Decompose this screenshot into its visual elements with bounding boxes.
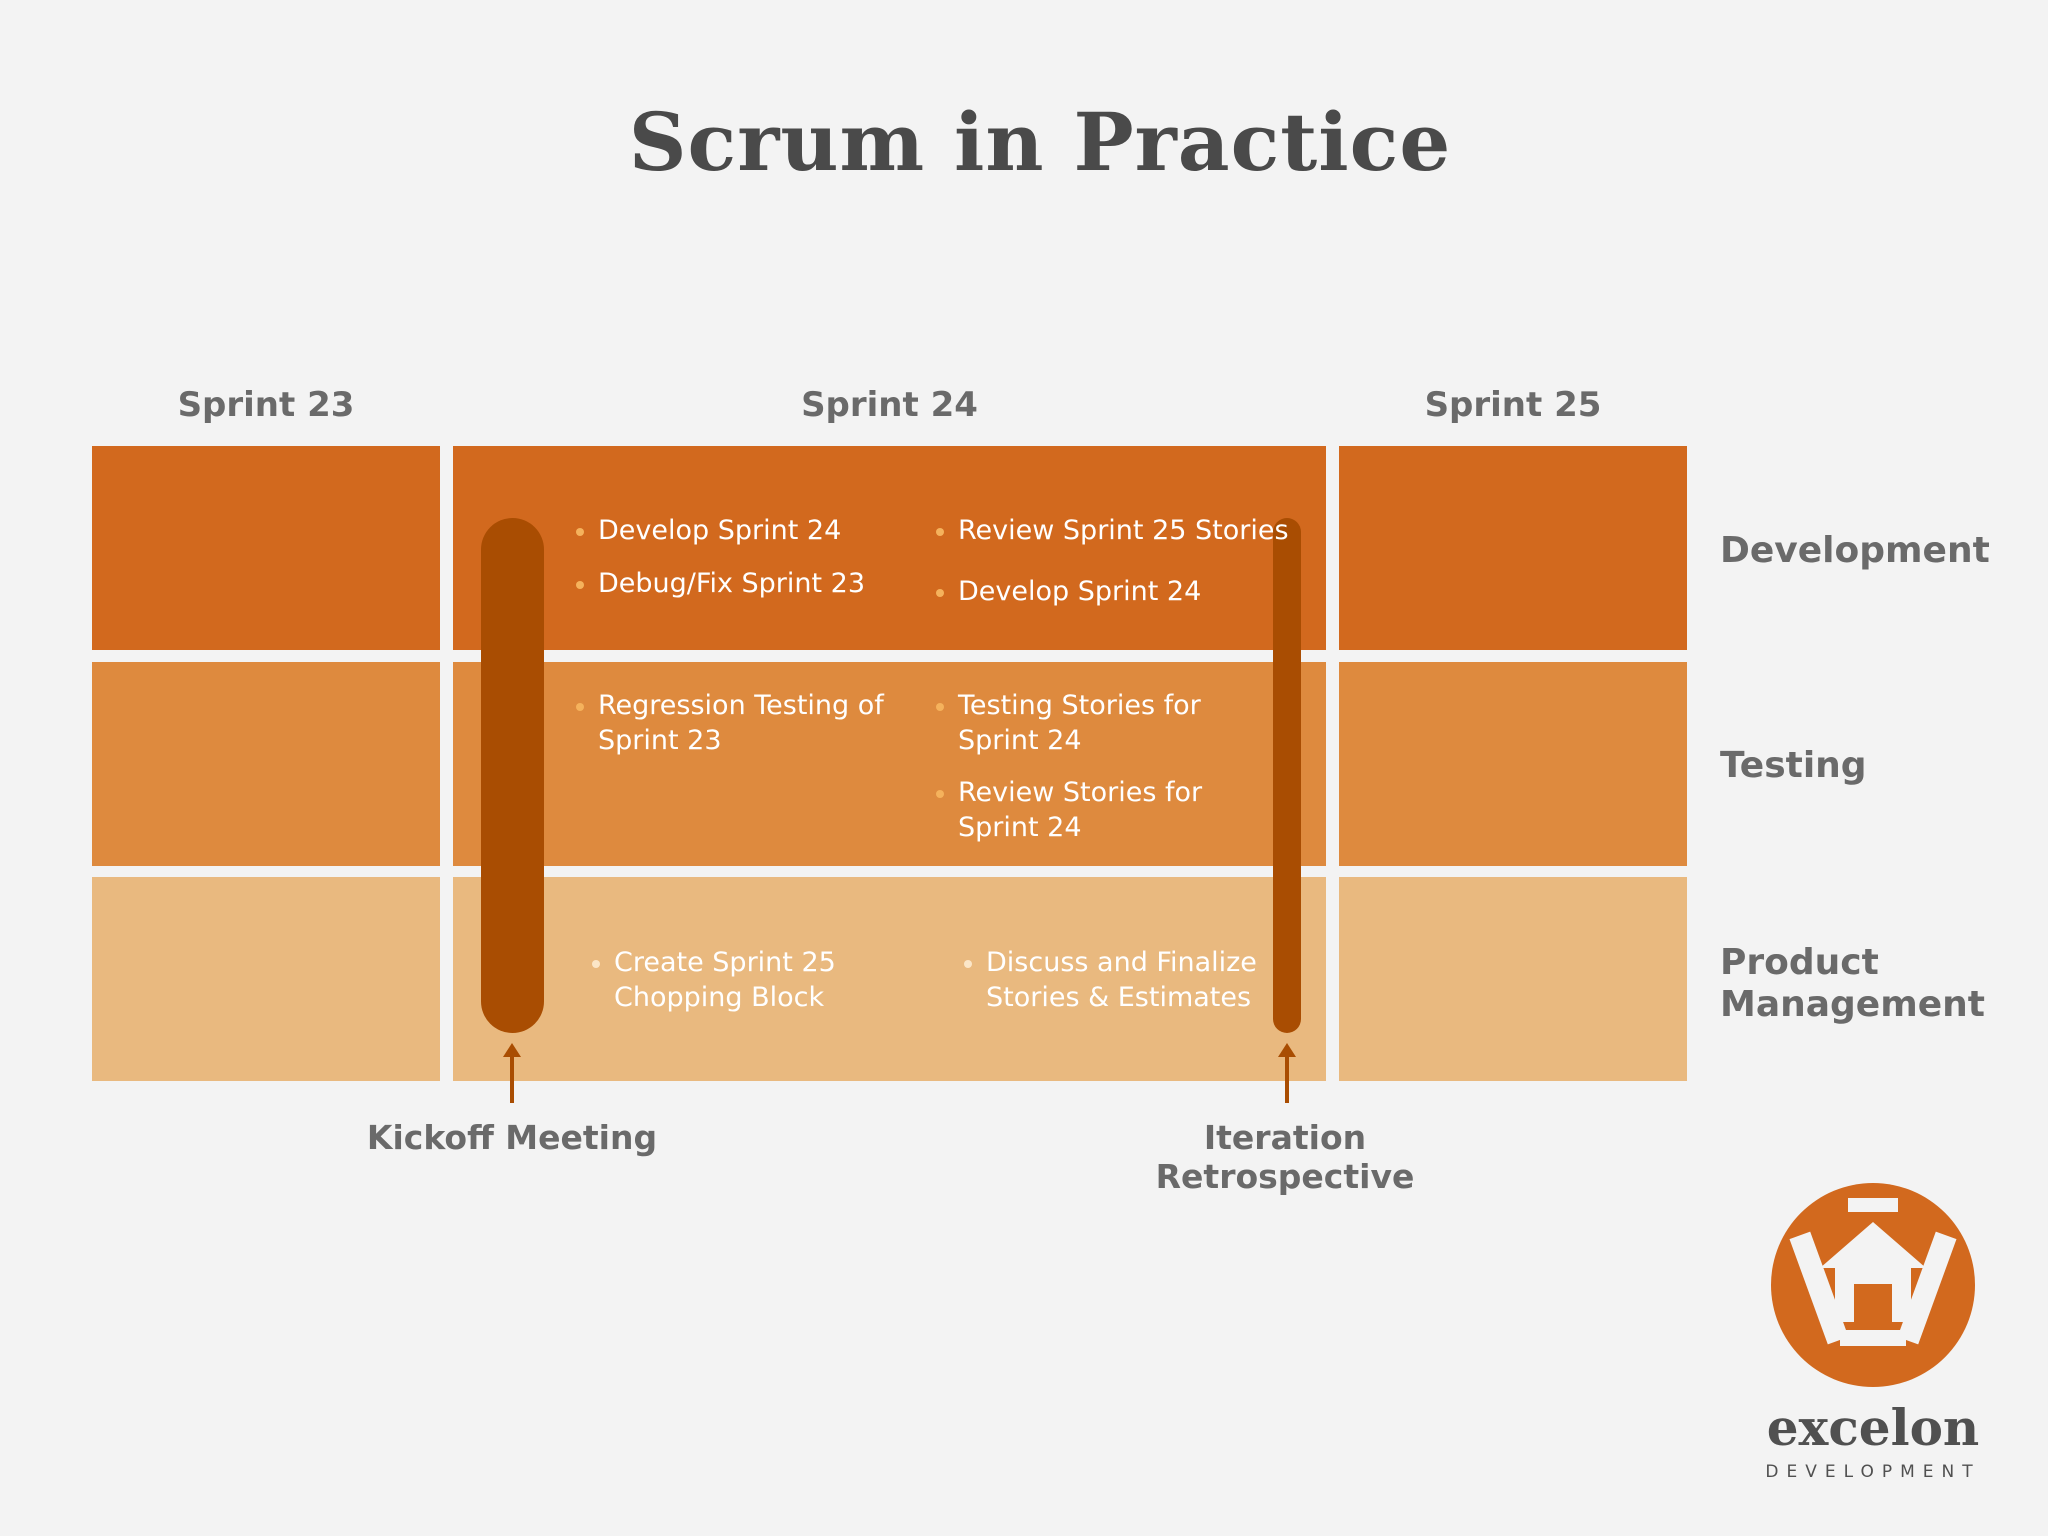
bullet-dot: [576, 528, 584, 536]
retrospective-pill: [1273, 518, 1301, 1033]
retrospective-arrow-head-icon: [1278, 1043, 1296, 1057]
bullet-dev-left-1: Develop Sprint 24: [576, 513, 938, 548]
cell-test-sprint23: [92, 662, 440, 866]
sprint-header-24: Sprint 24: [801, 385, 978, 425]
kickoff-label: Kickoff Meeting: [366, 1118, 658, 1157]
bullet-pm-right-1: Discuss and Finalize Stories & Estimates: [964, 945, 1276, 1015]
sprint-header-23: Sprint 23: [177, 385, 355, 425]
bullet-test-left-1: Regression Testing of Sprint 23: [576, 688, 898, 758]
cell-dev-sprint23: [92, 446, 440, 650]
kickoff-arrow-head-icon: [503, 1043, 521, 1057]
cell-dev-sprint24: [453, 446, 1326, 650]
bullet-dot: [936, 589, 944, 597]
bullet-dot: [936, 790, 944, 798]
bullet-text: Create Sprint 25 Chopping Block: [614, 947, 836, 1013]
bullet-text: Develop Sprint 24: [598, 515, 842, 546]
bullet-dot: [936, 703, 944, 711]
bullet-pm-left-1: Create Sprint 25 Chopping Block: [592, 945, 874, 1015]
bullet-test-right-1: Testing Stories for Sprint 24: [936, 688, 1218, 758]
logo-subtitle: DEVELOPMENT: [1765, 1462, 1981, 1482]
cell-test-sprint24: [453, 662, 1326, 866]
bullet-text: Discuss and Finalize Stories & Estimates: [986, 947, 1257, 1013]
cell-pm-sprint25: [1339, 877, 1687, 1081]
bullet-dev-right-2: Develop Sprint 24: [936, 574, 1298, 609]
kickoff-pill: [481, 518, 544, 1033]
cell-pm-sprint23: [92, 877, 440, 1081]
retrospective-arrow-line: [1285, 1055, 1289, 1103]
bullet-test-right-2: Review Stories for Sprint 24: [936, 775, 1218, 845]
bullet-dot: [576, 703, 584, 711]
kickoff-arrow-line: [510, 1055, 514, 1103]
bullet-dot: [592, 960, 600, 968]
slide-title: Scrum in Practice: [628, 95, 1452, 189]
bullet-text: Debug/Fix Sprint 23: [598, 568, 866, 599]
sprint-header-25: Sprint 25: [1424, 385, 1602, 425]
bullet-text: Regression Testing of Sprint 23: [598, 690, 884, 756]
cell-dev-sprint25: [1339, 446, 1687, 650]
bullet-text: Develop Sprint 24: [958, 576, 1202, 607]
excelon-logo-icon: [1771, 1183, 1975, 1387]
bullet-dev-left-2: Debug/Fix Sprint 23: [576, 566, 938, 601]
bullet-dot: [936, 528, 944, 536]
row-label-product-management: Product Management: [1720, 942, 1985, 1025]
bullet-text: Testing Stories for Sprint 24: [958, 690, 1201, 756]
bullet-dot: [576, 581, 584, 589]
bullet-dev-right-1: Review Sprint 25 Stories: [936, 513, 1298, 548]
row-label-testing: Testing: [1720, 745, 1867, 786]
retrospective-label: Iteration Retrospective: [1155, 1118, 1415, 1196]
row-label-development: Development: [1720, 530, 1990, 571]
bullet-text: Review Sprint 25 Stories: [958, 515, 1289, 546]
bullet-dot: [964, 960, 972, 968]
logo-wordmark: excelon: [1766, 1398, 1980, 1457]
cell-test-sprint25: [1339, 662, 1687, 866]
bullet-text: Review Stories for Sprint 24: [958, 777, 1203, 843]
cell-pm-sprint24: [453, 877, 1326, 1081]
